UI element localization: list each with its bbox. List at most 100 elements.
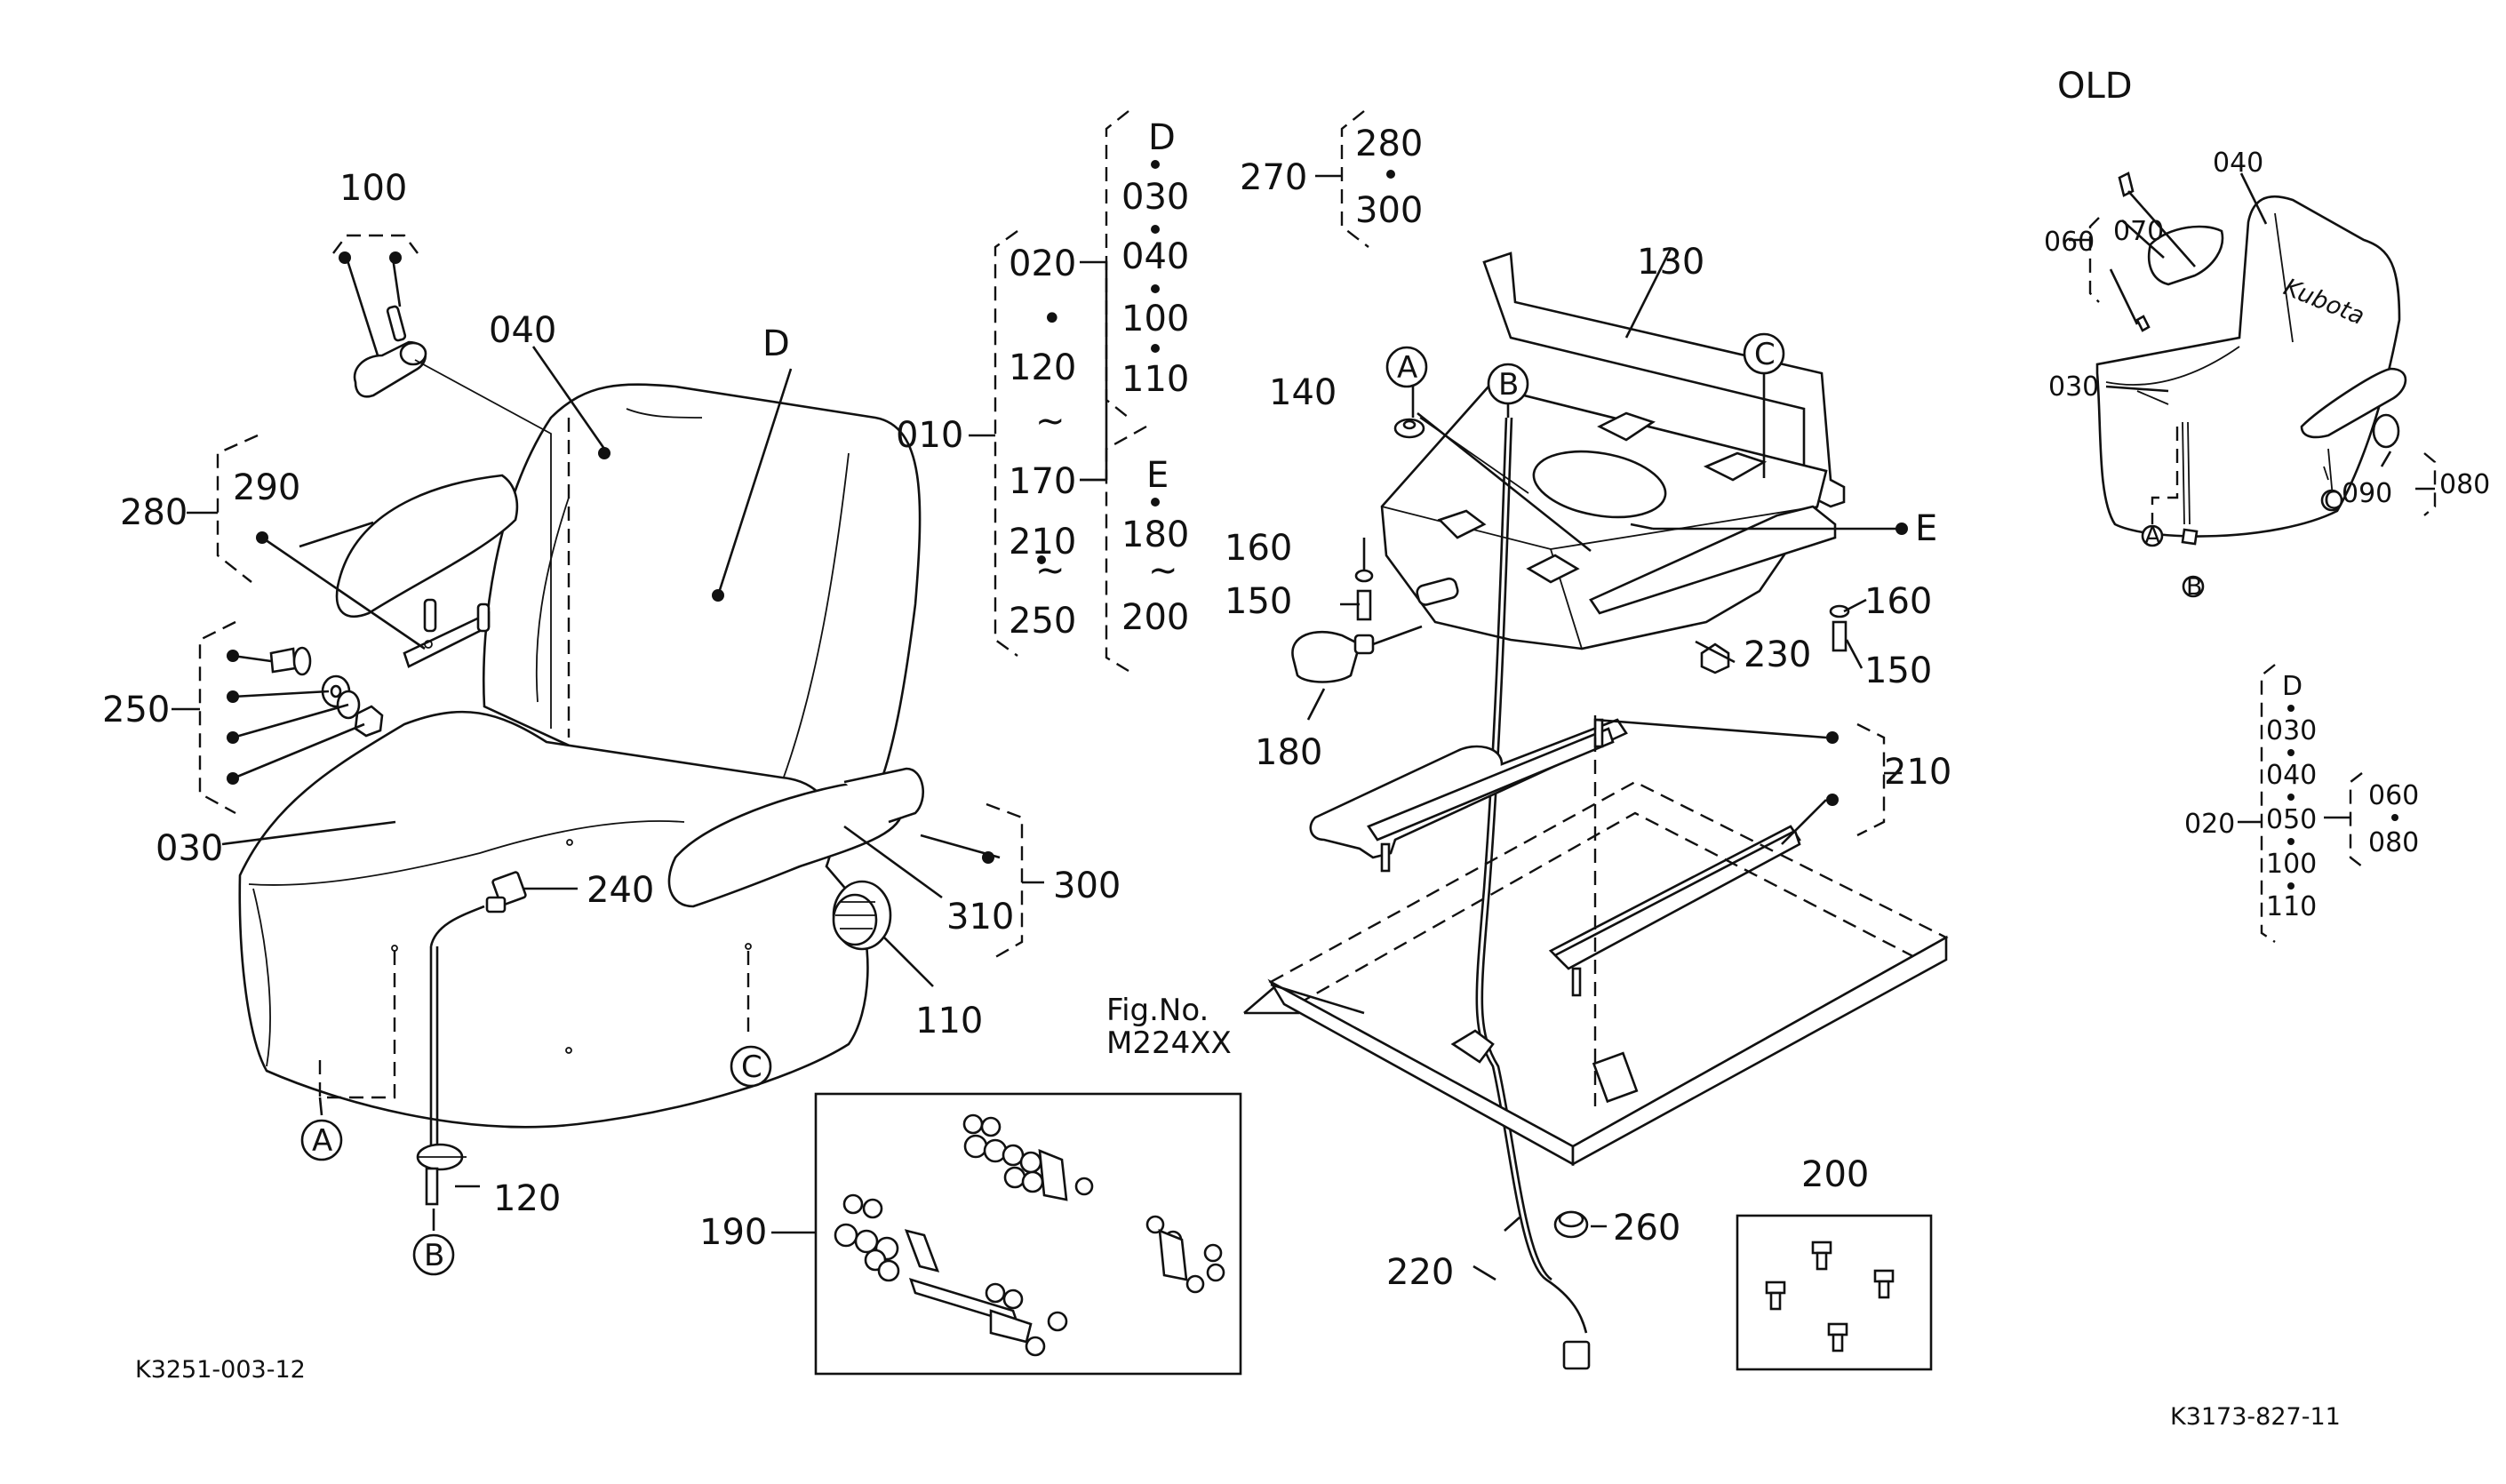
callout-200: 200 bbox=[1801, 1154, 1869, 1195]
ref-A-seat: A bbox=[312, 1123, 332, 1159]
callout-040: 040 bbox=[489, 310, 556, 351]
sep-tilde: ~ bbox=[1148, 550, 1178, 591]
assembly-brackets bbox=[969, 110, 1369, 673]
old-090: 090 bbox=[2342, 478, 2392, 509]
group-D: D bbox=[1148, 117, 1176, 158]
group-200: 200 bbox=[1121, 597, 1189, 638]
ref-B-seat: B bbox=[424, 1238, 444, 1273]
group-270: 270 bbox=[1240, 157, 1307, 198]
list-040: 040 bbox=[2266, 760, 2317, 791]
callout-280: 280 bbox=[120, 492, 188, 533]
old-070: 070 bbox=[2113, 216, 2164, 247]
bracket-130 bbox=[1482, 251, 1846, 508]
ref-E-rail: E bbox=[1915, 508, 1937, 549]
switch-240 bbox=[485, 871, 527, 914]
bolt-set-250 bbox=[269, 646, 384, 738]
base-frame bbox=[1267, 780, 1949, 1167]
ref-C-seat: C bbox=[741, 1049, 762, 1085]
old-060: 060 bbox=[2044, 227, 2095, 258]
list-020: 020 bbox=[2184, 809, 2235, 840]
list-110: 110 bbox=[2266, 891, 2317, 922]
list-060: 060 bbox=[2368, 780, 2419, 811]
drawing-code-right: K3173-827-11 bbox=[2170, 1403, 2341, 1431]
sep-tilde: ~ bbox=[1035, 401, 1065, 442]
callout-290: 290 bbox=[233, 467, 300, 508]
old-part-list bbox=[2238, 664, 2363, 943]
list-100: 100 bbox=[2266, 849, 2317, 880]
old-title: OLD bbox=[2057, 66, 2133, 107]
fig-no-label: Fig.No. bbox=[1106, 993, 1209, 1028]
armrest-right bbox=[667, 782, 904, 908]
seat-cushion bbox=[238, 710, 869, 1129]
fig-no-code: M224XX bbox=[1106, 1025, 1232, 1061]
callout-180: 180 bbox=[1255, 732, 1322, 773]
drawing-code-left: K3251-003-12 bbox=[135, 1356, 306, 1384]
callout-230: 230 bbox=[1744, 634, 1811, 675]
group-250: 250 bbox=[1009, 601, 1076, 642]
old-seat-detail bbox=[2095, 172, 2407, 546]
ref-A-rail: A bbox=[1397, 350, 1417, 386]
group-280: 280 bbox=[1355, 124, 1423, 164]
old-ref-B: B bbox=[2186, 573, 2203, 601]
old-030: 030 bbox=[2048, 371, 2099, 403]
callout-150b: 150 bbox=[1864, 650, 1932, 691]
armrest-left bbox=[335, 474, 519, 618]
callout-310: 310 bbox=[946, 897, 1014, 937]
old-circles bbox=[2141, 489, 2343, 598]
kit-box-190 bbox=[771, 1092, 1242, 1376]
callout-160b: 160 bbox=[1864, 581, 1932, 622]
seat-assembly bbox=[238, 305, 924, 1206]
knob-110 bbox=[832, 880, 892, 951]
callout-D: D bbox=[762, 323, 790, 364]
group-170: 170 bbox=[1009, 461, 1076, 502]
group-030: 030 bbox=[1121, 177, 1189, 218]
callout-260: 260 bbox=[1613, 1208, 1680, 1249]
callout-030: 030 bbox=[156, 828, 223, 869]
ref-C-rail: C bbox=[1754, 337, 1776, 372]
group-300: 300 bbox=[1355, 190, 1423, 231]
callout-160a: 160 bbox=[1225, 528, 1292, 569]
reference-circles bbox=[300, 332, 1785, 1276]
seat-leaders bbox=[172, 234, 1044, 1231]
rail-leaders bbox=[1243, 248, 1902, 1281]
sep-dot: • bbox=[1042, 299, 1063, 339]
list-080: 080 bbox=[2368, 827, 2419, 858]
callout-190: 190 bbox=[699, 1212, 767, 1253]
old-ref-A: A bbox=[2144, 523, 2161, 550]
callout-210: 210 bbox=[1884, 752, 1951, 793]
callout-130: 130 bbox=[1637, 242, 1704, 283]
old-040: 040 bbox=[2213, 148, 2263, 179]
callout-250: 250 bbox=[102, 690, 170, 730]
handle-180 bbox=[1291, 577, 1459, 683]
callout-220: 220 bbox=[1386, 1252, 1454, 1293]
list-D: D bbox=[2282, 671, 2302, 702]
old-080: 080 bbox=[2439, 469, 2490, 500]
bullet-dots-center bbox=[1826, 523, 1908, 806]
harness-120 bbox=[416, 905, 485, 1206]
old-leaders bbox=[2069, 172, 2437, 524]
group-120: 120 bbox=[1009, 347, 1076, 388]
group-100: 100 bbox=[1121, 299, 1189, 339]
group-180: 180 bbox=[1121, 515, 1189, 555]
list-030: 030 bbox=[2266, 715, 2317, 746]
callout-140: 140 bbox=[1269, 372, 1337, 413]
callout-300: 300 bbox=[1053, 866, 1121, 906]
callout-150a: 150 bbox=[1225, 581, 1292, 622]
lever-100 bbox=[353, 305, 427, 398]
callout-110: 110 bbox=[915, 1001, 983, 1041]
bullet-dots-left bbox=[227, 251, 994, 864]
callout-100: 100 bbox=[339, 168, 407, 209]
group-020: 020 bbox=[1009, 243, 1076, 284]
callout-240: 240 bbox=[587, 870, 654, 911]
kit-box-200 bbox=[1736, 1214, 1933, 1371]
group-110: 110 bbox=[1121, 359, 1189, 400]
group-040: 040 bbox=[1121, 236, 1189, 277]
callout-120: 120 bbox=[493, 1178, 561, 1219]
list-050: 050 bbox=[2266, 804, 2317, 835]
group-E: E bbox=[1146, 455, 1169, 496]
ref-B-rail: B bbox=[1498, 367, 1519, 403]
group-010: 010 bbox=[896, 415, 963, 456]
slide-rail-assembly bbox=[1267, 251, 1949, 1370]
old-ref-C: C bbox=[2324, 487, 2341, 515]
